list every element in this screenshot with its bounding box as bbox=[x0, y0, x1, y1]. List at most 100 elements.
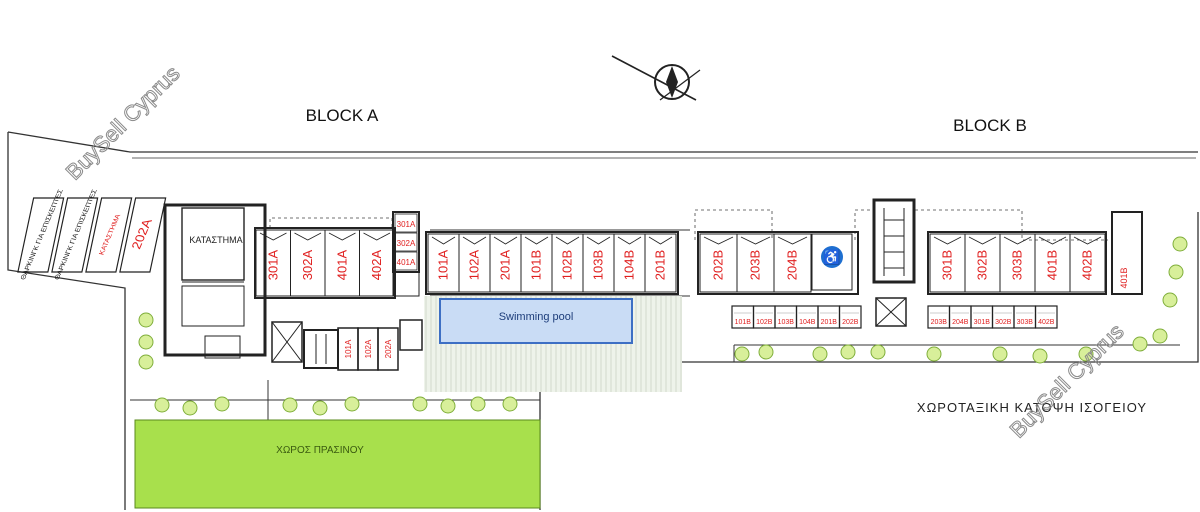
storage-room: 303B bbox=[1013, 305, 1037, 329]
block-b-label: BLOCK B bbox=[953, 116, 1027, 135]
tree-icon bbox=[182, 400, 198, 416]
parking-slot-label: 101B bbox=[529, 250, 544, 280]
block-b-right-parking-slots: 301B 302B 303B 401B 402B bbox=[929, 233, 1106, 293]
green-area bbox=[134, 419, 541, 509]
parking-slot-label: 302A bbox=[397, 239, 416, 248]
storage-room-label: 102B bbox=[756, 319, 773, 326]
parking-slot-label: 401A bbox=[397, 258, 416, 267]
block-b-right-parking-frame bbox=[927, 231, 1107, 295]
angled-parking-label: 202A bbox=[128, 217, 155, 250]
north-arrow-icon bbox=[611, 55, 701, 101]
tree-icon bbox=[870, 344, 886, 360]
parking-slot-label: 401B bbox=[1119, 267, 1129, 288]
tree-icon bbox=[138, 312, 154, 328]
storage-room-label: 301B bbox=[974, 319, 991, 326]
parking-slot-label: 301B bbox=[940, 250, 955, 280]
tree-icon bbox=[344, 396, 360, 412]
block-a-stair-core bbox=[271, 319, 423, 369]
parking-slot-label: 303B bbox=[1010, 250, 1025, 280]
tree-icon bbox=[312, 400, 328, 416]
swimming-pool bbox=[439, 298, 633, 344]
parking-slot: 202B bbox=[699, 233, 738, 293]
tree-icon bbox=[412, 396, 428, 412]
tree-icon bbox=[1172, 236, 1188, 252]
tree-icon bbox=[1168, 264, 1184, 280]
block-a-label: BLOCK A bbox=[306, 106, 379, 125]
storage-room: 101A bbox=[337, 327, 359, 371]
parking-slot: 101B bbox=[520, 233, 553, 293]
parking-slot-label: 401B bbox=[1045, 250, 1060, 280]
storage-room-label: 303B bbox=[1017, 319, 1034, 326]
storage-room-label: 103B bbox=[778, 319, 795, 326]
parking-slot-label: 104B bbox=[622, 250, 637, 280]
parking-slot: 101A bbox=[427, 233, 460, 293]
parking-slot: 104B bbox=[613, 233, 646, 293]
tree-icon bbox=[1152, 328, 1168, 344]
wheelchair-icon: ♿ bbox=[823, 249, 840, 266]
parking-slot: 401B bbox=[1034, 233, 1071, 293]
storage-room-label: 202B bbox=[842, 319, 859, 326]
storage-room-label: 101A bbox=[344, 339, 353, 358]
block-a-small-slots: 301A 302A 401A bbox=[394, 213, 418, 271]
parking-slot-label: 101A bbox=[436, 249, 451, 280]
storage-room: 102A bbox=[357, 327, 379, 371]
block-b-stair-core bbox=[872, 198, 916, 327]
site-outline-west bbox=[7, 132, 126, 510]
parking-slot: 203B bbox=[736, 233, 775, 293]
watermark: BuySell Cyprus bbox=[61, 61, 185, 185]
storage-room: 301B bbox=[970, 305, 994, 329]
parking-slot: 102A bbox=[458, 233, 491, 293]
angled-parking-space: 202A bbox=[119, 197, 167, 273]
parking-slot-label: 201B bbox=[653, 250, 668, 280]
storage-room: 302B bbox=[991, 305, 1015, 329]
pool-label: Swimming pool bbox=[499, 311, 574, 323]
central-parking-frame bbox=[425, 231, 679, 295]
parking-slot: 301A bbox=[255, 229, 291, 297]
tree-icon bbox=[470, 396, 486, 412]
storage-room-label: 203B bbox=[931, 319, 948, 326]
block-a-storage-rooms: 101A 102A 202A bbox=[337, 327, 399, 371]
tree-icon bbox=[138, 354, 154, 370]
parking-slot-label: 102B bbox=[560, 250, 575, 280]
parking-slot-label: 302B bbox=[975, 250, 990, 280]
block-b-middle-parking-frame bbox=[697, 231, 859, 295]
parking-slot: 201A bbox=[489, 233, 522, 293]
parking-slot-label: 201A bbox=[498, 249, 513, 280]
tree-icon bbox=[1032, 348, 1048, 364]
storage-room-label: 101B bbox=[735, 319, 752, 326]
parking-slot-label: 402B bbox=[1080, 250, 1095, 280]
tree-icon bbox=[138, 334, 154, 350]
tree-icon bbox=[992, 346, 1008, 362]
storage-room: 101B bbox=[731, 305, 755, 329]
parking-slot: 401A bbox=[324, 229, 360, 297]
tree-icon bbox=[926, 346, 942, 362]
watermark: BuySell Cyprus bbox=[1005, 319, 1129, 443]
tree-icon bbox=[154, 397, 170, 413]
parking-slot-label: 202B bbox=[711, 250, 726, 280]
tree-icon bbox=[812, 346, 828, 362]
parking-slot-label: 401A bbox=[334, 249, 349, 280]
disabled-parking-space: ♿ bbox=[811, 233, 853, 291]
angled-parking-space: ΚΑΤΑΣΤΗΜΑ bbox=[85, 197, 133, 273]
parking-slot-label: 203B bbox=[748, 250, 763, 280]
parking-slot: 303B bbox=[999, 233, 1036, 293]
parking-slot: 402B bbox=[1069, 233, 1106, 293]
parking-slot-label: 103B bbox=[591, 250, 606, 280]
trees bbox=[138, 236, 1188, 416]
shop-label: ΚΑΤΑΣΤΗΜΑ bbox=[189, 235, 242, 245]
parking-slot-label: 301A bbox=[397, 220, 416, 229]
green-area-label: ΧΩΡΟΣ ΠΡΑΣΙΝΟΥ bbox=[276, 445, 364, 456]
storage-room: 203B bbox=[927, 305, 951, 329]
storage-room: 104B bbox=[795, 305, 819, 329]
tree-icon bbox=[840, 344, 856, 360]
parking-slot: 402A bbox=[359, 229, 395, 297]
storage-room: 202B bbox=[838, 305, 862, 329]
parking-slot: 401A bbox=[394, 251, 418, 271]
parking-slot: 302B bbox=[964, 233, 1001, 293]
storage-room-label: 202A bbox=[384, 339, 393, 358]
